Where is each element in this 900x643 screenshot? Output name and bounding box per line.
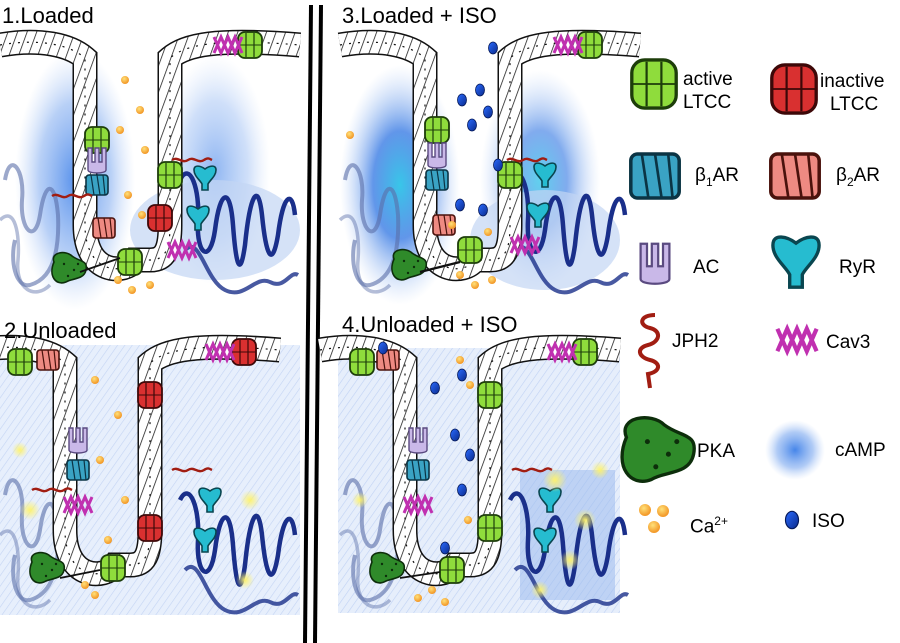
panel-title-3: 3.Loaded + ISO <box>342 3 497 28</box>
panel-3-loaded-iso <box>340 32 640 305</box>
legend-beta2-rest: AR <box>853 165 881 186</box>
active-ltcc <box>100 554 126 582</box>
beta2-ar <box>92 217 116 239</box>
active-ltcc <box>117 248 143 276</box>
adenylyl-cyclase <box>408 427 428 454</box>
beta2-ar <box>36 349 60 371</box>
active-ltcc <box>157 161 183 189</box>
legend-jph2-icon <box>638 313 660 389</box>
legend-beta2-sub: 2 <box>846 174 854 189</box>
legend-active-ltcc-line2: LTCC <box>683 92 732 113</box>
legend-camp-label: cAMP <box>835 440 886 461</box>
beta1-ar <box>425 169 449 191</box>
legend-cav3-icon <box>777 329 816 351</box>
legend-beta2-ar-icon <box>769 152 821 200</box>
active-ltcc <box>477 381 503 409</box>
legend-calcium-sup: 2+ <box>714 514 728 528</box>
legend-active-ltcc-icon <box>630 58 678 110</box>
arrow <box>59 569 101 579</box>
panel-divider <box>313 4 323 643</box>
legend-active-ltcc-label: active LTCC <box>683 68 733 114</box>
legend-ryr-label: RyR <box>839 257 876 278</box>
legend-beta1-ar-label: β1AR <box>695 164 739 194</box>
beta1-ar <box>85 174 109 196</box>
panel-divider <box>303 4 313 643</box>
adenylyl-cyclase <box>427 142 447 169</box>
legend-calcium-icon <box>639 504 669 533</box>
arrow <box>419 260 461 274</box>
legend-inactive-ltcc-label: inactive LTCC <box>820 70 884 116</box>
panel-title-1: 1.Loaded <box>2 3 94 28</box>
legend-beta1-ar-icon <box>629 152 681 200</box>
legend-cav3-label: Cav3 <box>826 332 871 353</box>
active-ltcc <box>577 31 603 59</box>
active-ltcc <box>349 348 375 376</box>
inactive-ltcc <box>137 381 163 409</box>
legend-calcium-label: Ca2+ <box>690 510 728 538</box>
legend-beta2-ar-label: β2AR <box>836 164 880 194</box>
panel-title-4: 4.Unloaded + ISO <box>342 312 518 337</box>
arrow <box>399 571 441 579</box>
legend-ryr-icon <box>771 235 821 289</box>
beta1-ar <box>66 459 90 481</box>
legend-inactive-ltcc-line2: LTCC <box>830 94 879 115</box>
calcium-glow <box>12 442 260 589</box>
panel-4-unloaded-iso <box>320 339 628 613</box>
beta1-ar <box>406 459 430 481</box>
inactive-ltcc <box>137 514 163 542</box>
active-ltcc <box>237 31 263 59</box>
legend-beta1-base: β <box>695 165 706 186</box>
legend-ac-icon <box>639 242 671 285</box>
calcium-glow <box>352 461 609 599</box>
active-ltcc <box>477 514 503 542</box>
active-ltcc <box>7 348 33 376</box>
adenylyl-cyclase <box>68 427 88 454</box>
legend-inactive-ltcc-line1: inactive <box>820 71 885 92</box>
legend-jph2-label: JPH2 <box>672 331 719 352</box>
active-ltcc <box>572 338 598 366</box>
inactive-ltcc <box>147 204 173 232</box>
legend-beta1-rest: AR <box>712 165 740 186</box>
legend-ac-label: AC <box>693 257 720 278</box>
active-ltcc <box>457 236 483 264</box>
panel-2-unloaded <box>0 339 300 615</box>
legend-iso-label: ISO <box>812 511 845 532</box>
adenylyl-cyclase <box>87 147 107 174</box>
panel-title-2: 2.Unloaded <box>4 318 117 343</box>
legend <box>620 58 825 533</box>
legend-beta1-sub: 1 <box>705 174 713 189</box>
panel-1-loaded <box>0 32 300 310</box>
arrow <box>79 257 121 273</box>
legend-pka-label: PKA <box>697 441 736 462</box>
inactive-ltcc <box>231 338 257 366</box>
legend-inactive-ltcc-icon <box>770 63 818 115</box>
legend-calcium-base: Ca <box>690 516 715 538</box>
active-ltcc <box>439 556 465 584</box>
legend-beta2-base: β <box>836 165 847 186</box>
legend-active-ltcc-line1: active <box>683 69 733 90</box>
legend-camp-icon <box>765 420 825 480</box>
legend-pka-icon <box>620 416 696 483</box>
legend-iso-icon <box>784 510 800 530</box>
active-ltcc <box>424 116 450 144</box>
